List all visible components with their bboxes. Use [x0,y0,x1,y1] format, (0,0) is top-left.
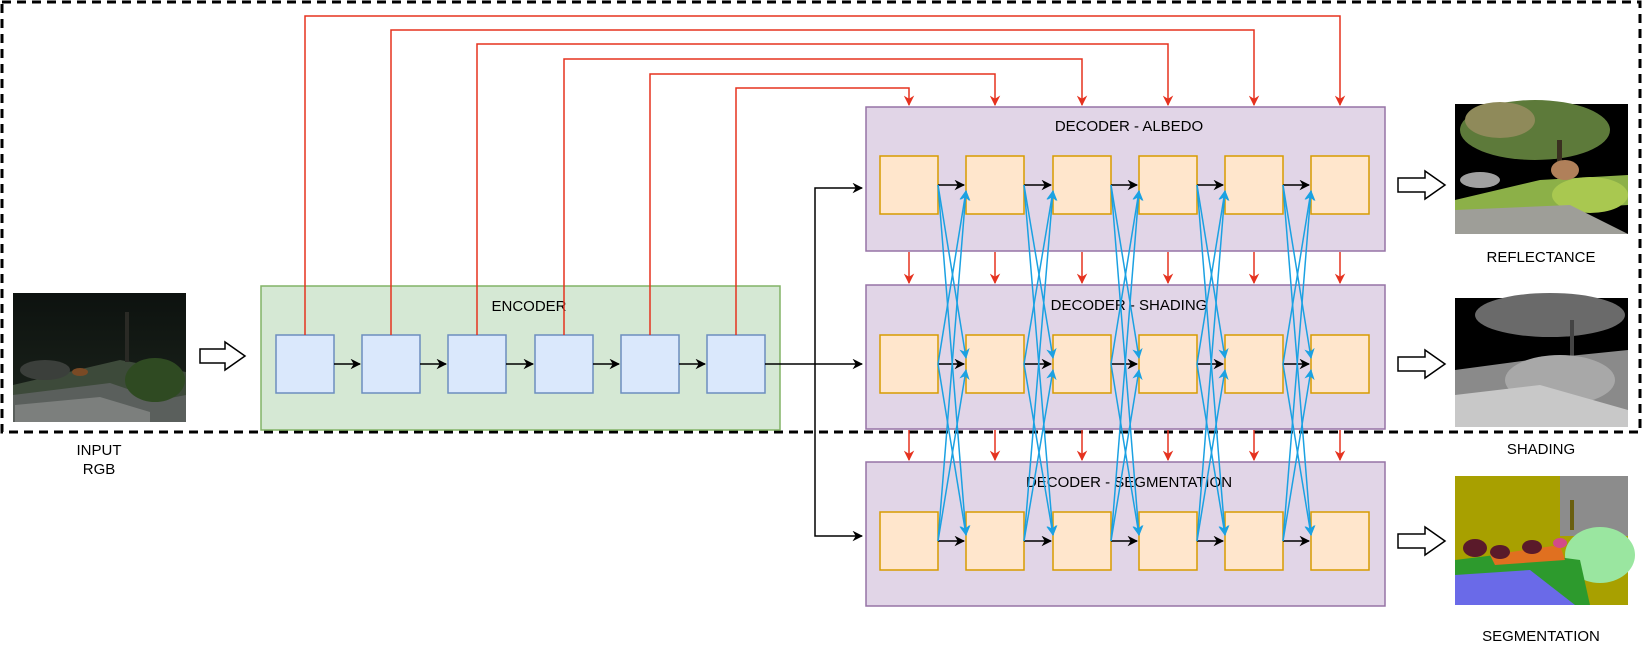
decoder-shading-block-4 [1138,334,1198,394]
shading-label: SHADING [1507,441,1575,458]
decoder-segmentation-label: DECODER - SEGMENTATION [1026,474,1232,491]
encoder-block-6 [706,334,766,394]
input-label-line2: RGB [83,461,116,478]
cross-task-arrow [937,189,971,542]
segmentation-output-image [1455,476,1635,605]
cross-task-arrow [1023,363,1057,537]
cross-task-arrow [937,189,970,365]
decoder-segmentation-block-3 [1052,511,1112,571]
decoder-shading-block-2 [965,334,1025,394]
decoder-albedo-block-5 [1224,155,1284,215]
encoder-to-decoders-flow [765,182,864,542]
decoder-albedo-label: DECODER - ALBEDO [1055,118,1203,135]
skip-connection-arrow [304,15,1346,335]
encoder-block-2 [361,334,421,394]
input-label-line1: INPUT [77,442,122,459]
cross-task-arrow [1196,189,1230,542]
skip-connection-arrow [563,58,1088,335]
encoder-label: ENCODER [491,298,566,315]
decoder-shading-block-3 [1052,334,1112,394]
cross-task-arrow [1196,363,1229,537]
cross-task-arrow [1110,368,1143,542]
decoder-segmentation-block-4 [1138,511,1198,571]
decoder-shading-block-5 [1224,334,1284,394]
encoder-block-3 [447,334,507,394]
decoder-albedo-block-4 [1138,155,1198,215]
decoder-segmentation-block-1 [879,511,939,571]
decoder-albedo-block-1 [879,155,939,215]
decoder-shading-label: DECODER - SHADING [1051,297,1208,314]
cross-task-arrow [1196,368,1229,542]
skip-connection-arrow [390,29,1260,335]
input-image [13,293,186,422]
shared-region-boundary [0,0,1642,434]
reflectance-label: REFLECTANCE [1487,249,1596,266]
input-to-encoder-arrow [199,340,247,372]
cross-task-arrow [937,368,970,542]
cross-task-arrow [1196,189,1229,365]
reflectance-output-image [1455,100,1628,234]
decoder-segmentation-block-2 [965,511,1025,571]
encoder-container [260,285,781,431]
cross-task-arrow [1282,189,1316,542]
decoder-albedo-container [865,106,1386,252]
albedo-output-arrow [1397,169,1447,201]
cross-task-arrow [1023,368,1057,542]
segmentation-label: SEGMENTATION [1482,628,1600,645]
cross-task-arrow [1282,368,1315,542]
cross-task-arrow [1023,189,1057,365]
cross-task-arrow [1110,189,1144,542]
shading-output-arrow [1397,348,1447,380]
decoder-shading-block-6 [1310,334,1370,394]
skip-connection-arrow [735,87,915,335]
cross-task-arrow [1023,184,1057,360]
shading-output-image [1455,293,1628,427]
cross-task-arrow [1110,189,1143,365]
decoder-segmentation-container [865,461,1386,607]
encoder-block-4 [534,334,594,394]
decoder-segmentation-block-6 [1310,511,1370,571]
cross-task-arrow [1023,189,1058,542]
decoder-albedo-block-6 [1310,155,1370,215]
skip-connection-arrow [476,43,1174,335]
cross-task-arrow [1110,184,1143,360]
decoder-albedo-block-2 [965,155,1025,215]
cross-task-arrow [1110,363,1143,537]
encoder-block-1 [275,334,335,394]
cross-task-arrow [937,363,970,537]
cross-task-arrow [1282,363,1315,537]
decoder-segmentation-block-5 [1224,511,1284,571]
cross-task-arrow [937,184,970,360]
cross-task-arrow [1282,184,1315,360]
decoder-shading-block-1 [879,334,939,394]
decoder-albedo-block-3 [1052,155,1112,215]
segmentation-output-arrow [1397,525,1447,557]
encoder-block-5 [620,334,680,394]
cross-task-arrow [1196,184,1229,360]
skip-connection-arrow [649,73,1001,335]
cross-task-arrow [1282,189,1315,365]
